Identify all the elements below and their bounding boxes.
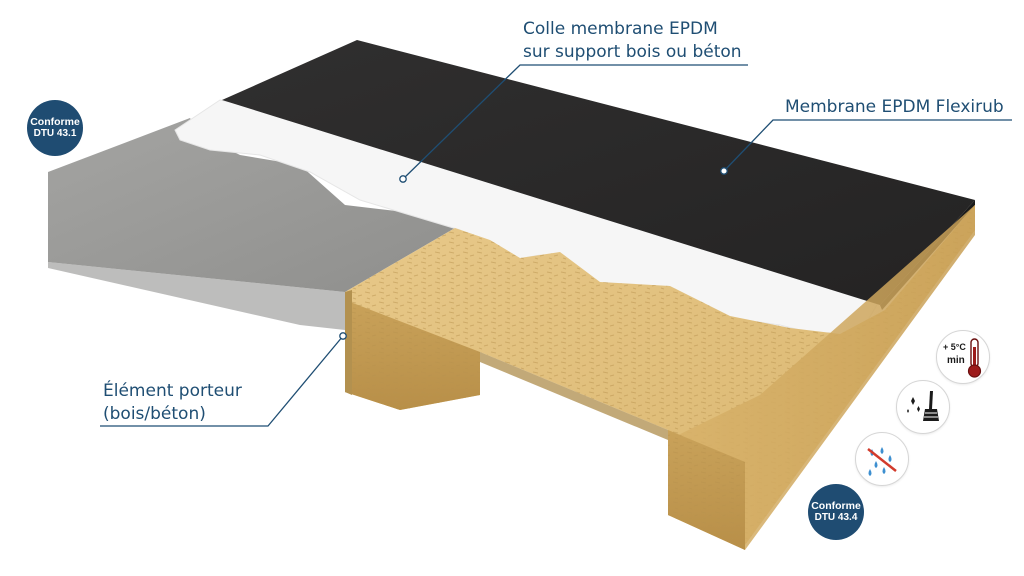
leader-element [100,335,344,427]
badge-dtu-43-1-line1: Conforme [30,116,80,128]
temp-min-label: + 5°C [943,342,966,352]
label-membrane: Membrane EPDM Flexirub [785,96,1004,119]
picto-temperature: + 5°C min [936,330,990,384]
temp-min-unit: min [947,355,965,366]
broom-icon [907,391,939,421]
badge-dtu-43-4-line2: DTU 43.4 [814,512,858,523]
leader-colle [402,64,748,180]
badge-dtu-43-1-line2: DTU 43.1 [33,128,77,139]
dot-membrane [720,167,728,175]
badge-dtu-43-4: Conforme DTU 43.4 [808,484,864,540]
leader-dots [339,167,728,340]
label-colle-line2: sur support bois ou béton [523,42,742,62]
badge-dtu-43-1: Conforme DTU 43.1 [27,100,83,156]
concrete-top [48,118,455,292]
osb-deck [345,205,975,550]
label-colle: Colle membrane EPDM sur support bois ou … [523,18,742,64]
no-rain-icon [867,447,897,476]
thermometer-icon [967,338,982,378]
label-colle-line1: Colle membrane EPDM [523,19,718,39]
leader-lines [100,64,1012,427]
label-element: Élément porteur (bois/béton) [103,380,242,426]
badge-dtu-43-4-line1: Conforme [811,500,861,512]
dot-colle [399,175,407,183]
membrane-top [222,40,975,305]
leader-membrane [723,119,1012,172]
picto-dry-support [855,432,909,486]
label-element-line1: Élément porteur [103,381,242,401]
picto-cleaning [896,380,950,434]
label-membrane-text: Membrane EPDM Flexirub [785,97,1004,117]
concrete-slab [48,118,455,330]
label-element-line2: (bois/béton) [103,404,206,424]
dot-element [339,332,347,340]
